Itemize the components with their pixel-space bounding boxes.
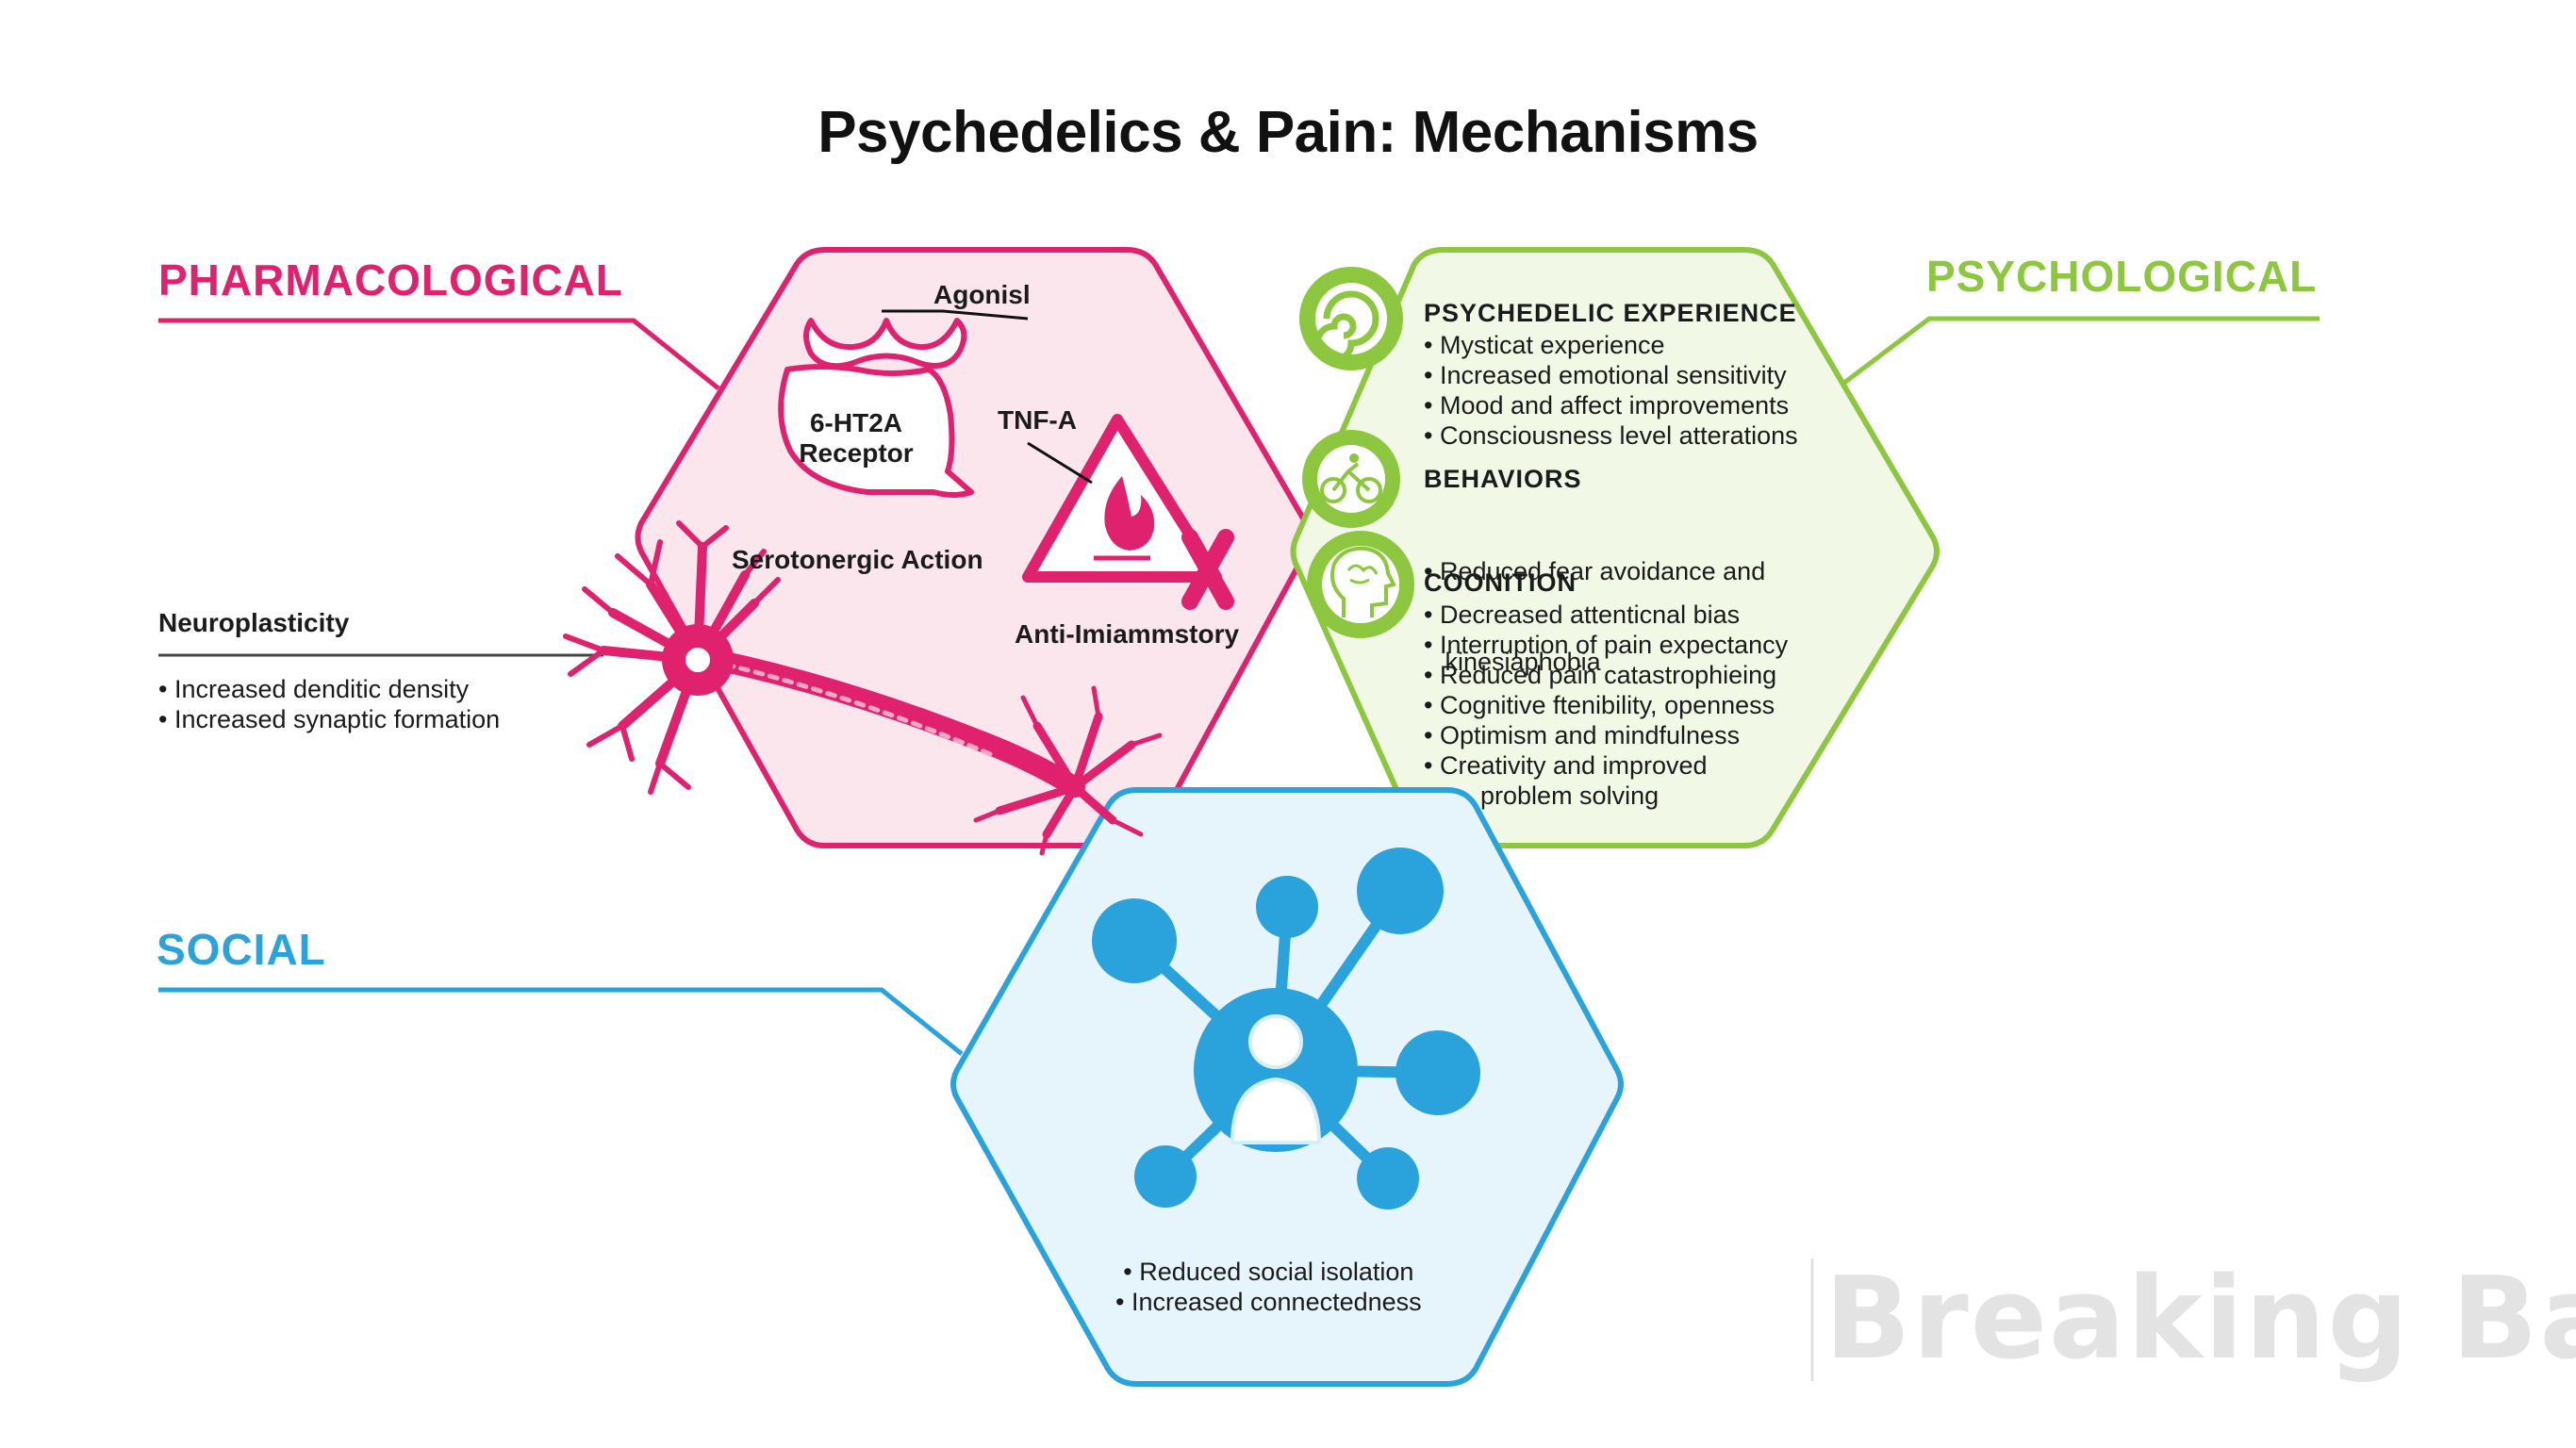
brain-head-icon <box>1307 531 1414 638</box>
social-connector <box>158 987 964 1056</box>
psychedelic-experience-list: • Mysticat experience • Increased emotio… <box>1424 330 1798 451</box>
neuroplasticity-label: Neuroplasticity <box>158 608 350 637</box>
cognition-list: • Decreased attenticnal bias • Interrupt… <box>1424 600 1788 811</box>
social-label: SOCIAL <box>157 925 326 974</box>
list-item: problem solving <box>1424 782 1660 810</box>
behaviors-list: • Reduced fear avoidance and kinesiaphob… <box>1424 496 1765 707</box>
list-item: • Interruption of pain expectancy <box>1424 631 1789 659</box>
list-item: • Consciousness level atterations <box>1424 421 1798 450</box>
bicycle-icon <box>1302 430 1400 528</box>
cognition-heading: COONITION <box>1424 568 1577 597</box>
list-item: • Optimism and mindfulness <box>1424 721 1741 749</box>
list-item: • Reduced social isolation <box>1123 1258 1414 1286</box>
list-item: kinesiaphobia <box>1424 648 1601 676</box>
anti-inflammatory-label: Anti-Imiammstory <box>1015 619 1240 649</box>
list-item: • Increased connectedness <box>1115 1288 1422 1316</box>
neuron-icon <box>563 520 1163 856</box>
list-item: • Decreased attenticnal bias <box>1424 601 1741 629</box>
social-list: • Reduced social isolation • Increased c… <box>1115 1257 1422 1317</box>
psychological-hexagon <box>1290 247 1940 848</box>
pharmacological-connector <box>158 318 720 390</box>
list-item: • Cognitive ftenibility, openness <box>1424 691 1775 719</box>
receptor-label-line2: Receptor <box>799 438 914 468</box>
watermark: Breaking Bad <box>1825 1254 2576 1385</box>
neuroplasticity-list: • Increased denditic density • Increased… <box>158 674 500 734</box>
receptor-icon <box>778 309 1029 498</box>
behaviors-heading: BEHAVIORS <box>1424 465 1582 493</box>
social-network-icon <box>1092 847 1480 1209</box>
tnf-label: TNF-A <box>998 405 1077 435</box>
serotonergic-action-label: Serotonergic Action <box>732 545 983 574</box>
page-title: Psychedelics & Pain: Mechanisms <box>817 100 1759 165</box>
swirl-icon <box>1299 267 1403 370</box>
list-item: • Increased emotional sensitivity <box>1424 361 1787 389</box>
receptor-label-line1: 6-HT2A <box>809 408 902 437</box>
pharmacological-label: PHARMACOLOGICAL <box>158 255 623 304</box>
list-item: • Mood and affect improvements <box>1424 391 1790 420</box>
list-item: • Creativity and improved <box>1424 751 1708 780</box>
psychedelic-experience-heading: PSYCHEDELIC EXPERIENCE <box>1424 299 1797 327</box>
list-item: • Reduced pain catastrophieing <box>1424 661 1777 689</box>
list-item: • Reduced fear avoidance and <box>1424 557 1766 585</box>
anti-inflammatory-icon <box>1022 414 1234 610</box>
list-item: • Mysticat experience <box>1424 331 1665 359</box>
psychological-connector <box>1835 316 2320 390</box>
agonist-label: Agonisl <box>933 280 1031 309</box>
list-item: • Increased denditic density <box>158 675 470 703</box>
list-item: • Increased synaptic formation <box>158 705 501 733</box>
psychological-label: PSYCHOLOGICAL <box>1926 252 2318 301</box>
